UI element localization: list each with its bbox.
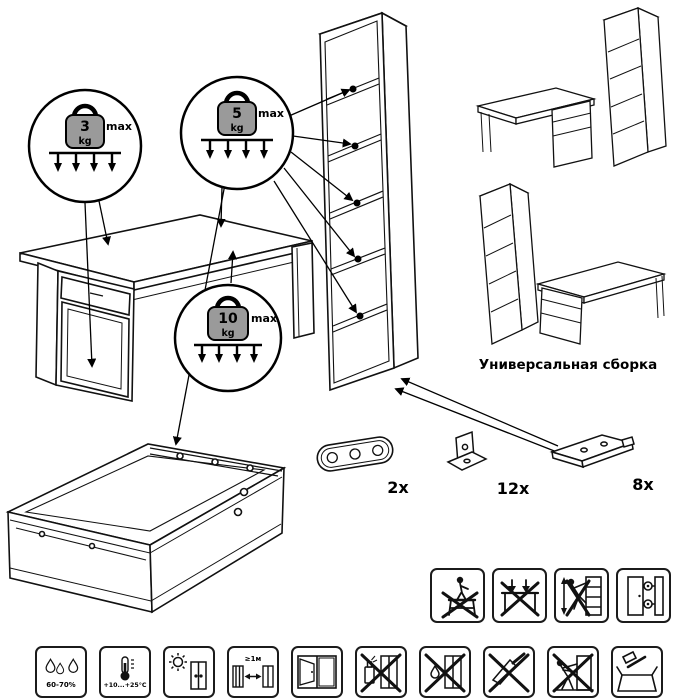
min-distance-label: ≥1м: [244, 654, 262, 663]
weight-callout-5kg: 5 kg max: [179, 75, 295, 191]
universal-shelf-right-thumb: [602, 6, 667, 167]
weight-unit: kg: [221, 328, 234, 339]
shelf-support-count: 8x: [632, 475, 654, 494]
universal-assembly-label: Универсальная сборка: [479, 357, 658, 373]
temperature-icon: +10...+25°C: [99, 646, 151, 698]
humidity-range-label: 60-70%: [46, 681, 76, 689]
shelf-load-dots: [349, 85, 364, 320]
max-weight-value: 10: [218, 311, 238, 327]
leader-lines: [84, 88, 563, 455]
connector-plate-part: [316, 436, 394, 472]
tall-shelf-drawing: [318, 11, 419, 392]
no-leaning-on-table-icon: [492, 568, 547, 623]
weight-callout-3kg: 3 kg max: [27, 88, 143, 204]
corner-bracket-part: [446, 430, 488, 471]
temperature-range-label: +10...+25°C: [103, 681, 147, 689]
humidity-icon: 60-70%: [35, 646, 87, 698]
max-label: max: [106, 120, 132, 133]
max-weight-value: 5: [232, 106, 242, 122]
load-arrows: [208, 141, 266, 151]
max-label: max: [251, 312, 277, 325]
no-direct-sunlight-icon: [163, 646, 215, 698]
no-dragging-icon: [547, 646, 599, 698]
weight-icon: [223, 90, 251, 105]
load-arrows: [56, 154, 114, 164]
corner-bracket-count: 12x: [497, 479, 530, 498]
connector-plate-count: 2x: [387, 478, 409, 497]
weight-icon: [71, 103, 99, 118]
weight-unit: kg: [230, 123, 243, 134]
universal-shelf-left-thumb: [478, 182, 539, 345]
door-hinge-adjustment-icon: [616, 568, 671, 623]
desk-drawing: [19, 214, 315, 402]
weight-icon: [214, 295, 242, 310]
assembly-tools-box-icon: [611, 646, 663, 698]
max-weight-value: 3: [80, 119, 90, 135]
min-distance-from-heat-icon: ≥1м: [227, 646, 279, 698]
no-chemicals-icon: [355, 646, 407, 698]
no-sharp-tools-icon: [483, 646, 535, 698]
ventilation-window-icon: [291, 646, 343, 698]
weight-unit: kg: [78, 136, 91, 147]
shelf-support-part: [549, 434, 635, 469]
no-moisture-icon: [419, 646, 471, 698]
universal-desk-left-thumb: [475, 87, 597, 168]
universal-desk-right-thumb: [535, 261, 667, 345]
no-standing-on-furniture-icon: [430, 568, 485, 623]
weight-callout-10kg: 10 kg max: [173, 283, 283, 393]
drawer-detail-drawing: [5, 443, 287, 614]
no-climbing-shelves-icon: [554, 568, 609, 623]
max-label: max: [258, 107, 284, 120]
load-arrows: [200, 346, 256, 355]
